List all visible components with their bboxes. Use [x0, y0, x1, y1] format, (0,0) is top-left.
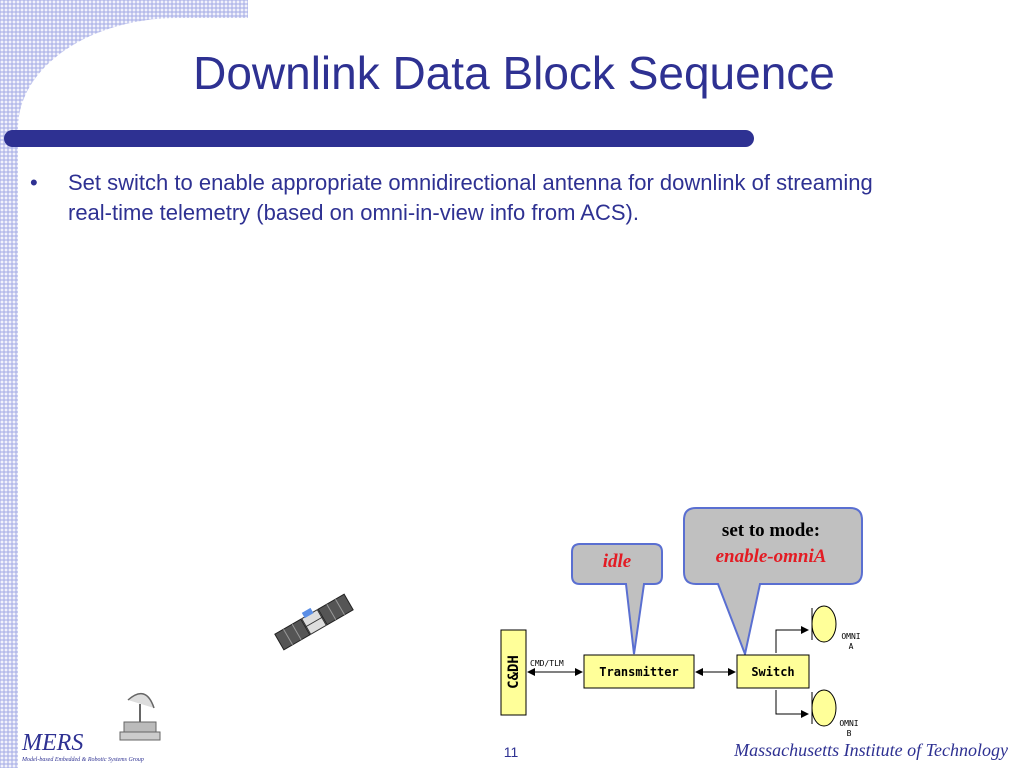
transmitter-box — [583, 654, 695, 689]
mers-logo: MERS — [22, 730, 84, 756]
omni-a-label-line1: OMNI — [841, 632, 861, 641]
page-number: 11 — [503, 744, 519, 760]
title-underline-bar — [4, 130, 754, 147]
switch-label: Switch — [751, 665, 795, 679]
omni-b-label: OMNI B — [830, 719, 868, 739]
switch-omnia-connector — [775, 626, 809, 653]
dish-antenna-icon — [119, 692, 161, 741]
omni-a-label-line2: A — [848, 642, 854, 651]
cdh-label: C&DH — [506, 655, 522, 689]
switch-omnib-connector — [775, 690, 809, 718]
omni-a-label: OMNI A — [832, 632, 870, 652]
callout-mode-line1: set to mode: — [721, 520, 821, 541]
omni-b-label-line1: OMNI — [839, 719, 859, 728]
switch-box — [736, 654, 810, 689]
callout-idle-bubble — [571, 543, 663, 655]
institution-name: Massachusetts Institute of Technology — [734, 740, 1008, 760]
transmitter-label: Transmitter — [599, 665, 679, 679]
cdh-box — [500, 629, 527, 716]
bullet-text: Set switch to enable appropriate omnidir… — [68, 170, 873, 225]
callout-mode-bubble — [683, 507, 863, 658]
satellite-icon — [274, 593, 354, 651]
callout-mode-line2: enable-omniA — [715, 546, 827, 567]
omni-antenna-icon — [811, 689, 837, 727]
bullet-marker: • — [30, 170, 38, 195]
omni-antenna-icon — [811, 605, 837, 643]
callout-idle-text: idle — [602, 551, 632, 572]
mers-logo-subtitle: Model-based Embedded & Robotic Systems G… — [22, 757, 144, 763]
cmd-tlm-label: CMD/TLM — [530, 659, 564, 668]
slide-title: Downlink Data Block Sequence — [193, 47, 835, 99]
omni-b-label-line2: B — [846, 729, 852, 738]
